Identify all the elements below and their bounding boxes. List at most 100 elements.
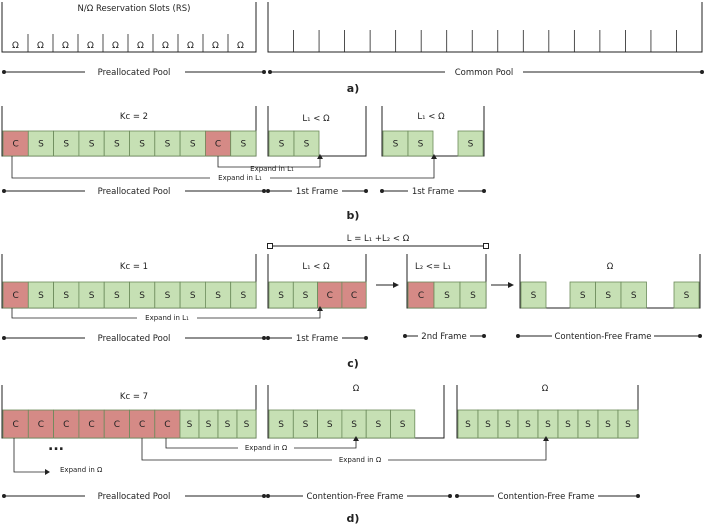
slot-letter: C [351, 291, 357, 301]
slot-letter: S [225, 420, 231, 430]
omega-slot-label: Ω [87, 41, 94, 51]
slot-letter: S [605, 291, 611, 301]
slot-letter: S [327, 420, 333, 430]
scheduled-slot [617, 409, 639, 439]
frame2-label: 2nd Frame [421, 332, 466, 342]
expand-inner-label: Expand in L₁ [250, 165, 294, 173]
scheduled-slot [382, 130, 409, 157]
slot-letter: S [580, 291, 586, 301]
span-dot [636, 494, 640, 498]
slot-letter: S [465, 420, 471, 430]
scheduled-slot [520, 281, 547, 309]
span-dot [448, 494, 452, 498]
bracket-end [483, 243, 489, 249]
slot-letter: C [13, 291, 19, 301]
label-bg [418, 330, 470, 341]
slot-letter: C [38, 420, 44, 430]
span-dot [262, 336, 266, 340]
scheduled-slot [230, 130, 257, 157]
scheduled-slot [103, 281, 130, 309]
frame1-condition-label: L₁ < Ω [302, 262, 330, 272]
slot-letter: S [63, 140, 69, 150]
label-bg [292, 332, 342, 343]
reservation-slots-title: N/Ω Reservation Slots (RS) [78, 4, 191, 14]
omega-slot-label: Ω [112, 41, 119, 51]
slot-letter: C [418, 291, 424, 301]
slot-letter: S [303, 291, 309, 301]
slot-letter: S [468, 140, 474, 150]
arrowhead [317, 306, 323, 311]
slot-letter: S [485, 420, 491, 430]
span-dot [403, 334, 407, 338]
scheduled-slot [27, 130, 54, 157]
slot-letter: S [278, 420, 284, 430]
slot-letter: C [139, 420, 145, 430]
omega-slot-label: Ω [137, 41, 144, 51]
slot-letter: S [165, 140, 171, 150]
contention-slot [103, 409, 130, 439]
slot-letter: S [393, 140, 399, 150]
preallocated-pool-label: Preallocated Pool [98, 492, 171, 502]
preallocated-pool-box [1, 2, 257, 53]
span-dot [268, 70, 272, 74]
panel-a-label: a) [347, 82, 359, 95]
slot-letter: S [585, 420, 591, 430]
label-bg [445, 66, 523, 77]
contention-slot [341, 281, 367, 309]
contention-slot [204, 130, 232, 157]
label-bg [85, 490, 185, 501]
arrowhead [543, 436, 549, 441]
scheduled-slot [292, 281, 318, 309]
ellipsis: ... [48, 438, 64, 454]
label-bg [238, 443, 294, 452]
omega-slot-label: Ω [187, 41, 194, 51]
label-bg [85, 332, 185, 343]
panel-d-label: d) [347, 512, 360, 525]
frame3-condition-label: Ω [607, 262, 614, 272]
slot-letter: S [240, 291, 246, 301]
omega-slot-label: Ω [237, 41, 244, 51]
scheduled-slot [129, 130, 156, 157]
scheduled-slot [407, 130, 434, 157]
scheduled-slot [317, 409, 343, 439]
slot-letter: S [240, 140, 246, 150]
slot-letter: S [531, 291, 537, 301]
expand-outer-label: Expand in L₁ [218, 174, 262, 182]
omega-slot-label: Ω [212, 41, 219, 51]
contention-slot [2, 130, 29, 157]
span-dot [482, 189, 486, 193]
slot-letter: C [215, 140, 221, 150]
scheduled-slot [53, 130, 80, 157]
slot-letter: S [165, 291, 171, 301]
span-dot [700, 70, 704, 74]
contention-slot [2, 281, 29, 309]
contention-slot [317, 281, 343, 309]
preallocated-pool-label: Preallocated Pool [98, 187, 171, 197]
label-bg [552, 330, 654, 341]
span-dot [455, 494, 459, 498]
expand-mid-label: Expand in Ω [245, 444, 288, 452]
scheduled-slot [341, 409, 367, 439]
slot-letter: S [139, 140, 145, 150]
slot-letter: S [190, 140, 196, 150]
slot-letter: C [63, 420, 69, 430]
expand-right-label: Expand in Ω [339, 456, 382, 464]
arrowhead [45, 469, 50, 475]
contention-slot [27, 409, 54, 439]
slot-letter: S [63, 291, 69, 301]
span-dot [516, 334, 520, 338]
kc-label: Kᴄ = 2 [120, 112, 148, 122]
scheduled-slot [154, 281, 181, 309]
scheduled-slot [595, 281, 622, 309]
scheduled-slot [129, 281, 156, 309]
span-dot [2, 70, 6, 74]
span-dot [266, 494, 270, 498]
